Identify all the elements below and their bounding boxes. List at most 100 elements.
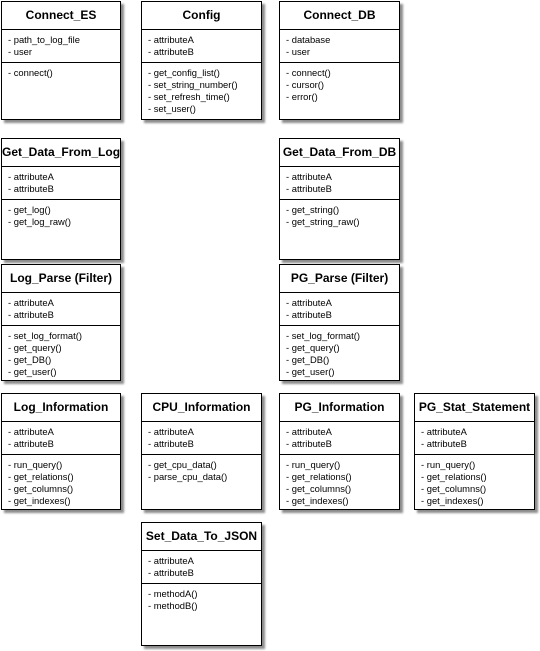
methods-section: - set_log_format()- get_query()- get_DB(…: [2, 326, 120, 379]
class-box-connect-db: Connect_DB- database- user- connect()- c…: [279, 1, 400, 120]
method: - get_cpu_data(): [148, 458, 217, 470]
class-box-log-information: Log_Information- attributeA- attributeB-…: [1, 393, 121, 510]
method: - get_config_list(): [148, 66, 220, 78]
attributes-section: - attributeA- attributeB: [2, 167, 120, 200]
attribute: - attributeA: [148, 426, 194, 437]
class-box-get-data-from-db: Get_Data_From_DB- attributeA- attributeB…: [279, 138, 400, 260]
class-name: Set_Data_To_JSON: [142, 523, 261, 551]
methods-section: - run_query()- get_relations()- get_colu…: [415, 455, 534, 508]
class-name: PG_Parse (Filter): [280, 265, 399, 293]
method: - get_columns(): [421, 483, 487, 495]
methods-section: - get_config_list()- set_string_number()…: [142, 63, 261, 116]
attribute: - attributeB: [286, 309, 332, 321]
method: - get_relations(): [421, 470, 487, 482]
class-box-log-parse-filter: Log_Parse (Filter)- attributeA- attribut…: [1, 264, 121, 381]
method: - get_relations(): [8, 470, 74, 482]
method: - get_user(): [286, 366, 335, 378]
method: - get_indexes(): [421, 495, 484, 507]
method: - run_query(): [286, 458, 341, 470]
method: - set_log_format(): [8, 329, 82, 341]
attribute: - attributeA: [421, 426, 467, 437]
method: - get_columns(): [8, 483, 74, 495]
method: - get_indexes(): [8, 495, 71, 507]
method: - get_DB(): [8, 354, 52, 366]
method: - run_query(): [421, 458, 476, 470]
attribute: - attributeA: [148, 34, 194, 45]
class-name: Get_Data_From_Log: [2, 139, 120, 167]
method: - set_refresh_time(): [148, 91, 230, 103]
attributes-section: - attributeA- attributeB: [142, 30, 261, 63]
attributes-section: - attributeA- attributeB: [280, 167, 399, 200]
method: - get_DB(): [286, 354, 330, 366]
attributes-section: - database- user: [280, 30, 399, 63]
methods-section: - connect(): [2, 63, 120, 79]
method: - connect(): [8, 66, 53, 78]
attributes-section: - attributeA- attributeB: [2, 422, 120, 455]
class-box-get-data-from-log: Get_Data_From_Log- attributeA- attribute…: [1, 138, 121, 260]
method: - set_log_format(): [286, 329, 360, 341]
attribute: - database: [286, 34, 331, 45]
methods-section: - set_log_format()- get_query()- get_DB(…: [280, 326, 399, 379]
attribute: - path_to_log_file: [8, 34, 80, 45]
attribute: - attributeA: [286, 426, 332, 437]
methods-section: - run_query()- get_relations()- get_colu…: [280, 455, 399, 508]
attribute: - user: [8, 46, 32, 58]
attribute: - attributeB: [421, 438, 467, 450]
class-name: Log_Parse (Filter): [2, 265, 120, 293]
method: - methodA(): [148, 587, 198, 599]
attribute: - user: [286, 46, 310, 58]
attribute: - attributeB: [286, 438, 332, 450]
method: - set_user(): [148, 103, 196, 115]
attribute: - attributeB: [148, 46, 194, 58]
method: - get_query(): [8, 341, 62, 353]
attributes-section: - attributeA- attributeB: [142, 422, 261, 455]
class-name: Connect_ES: [2, 2, 120, 30]
attribute: - attributeB: [8, 183, 54, 195]
method: - get_user(): [8, 366, 57, 378]
attribute: - attributeA: [8, 171, 54, 182]
method: - get_indexes(): [286, 495, 349, 507]
class-box-pg-information: PG_Information- attributeA- attributeB- …: [279, 393, 400, 510]
method: - run_query(): [8, 458, 63, 470]
method: - set_string_number(): [148, 78, 238, 90]
class-name: PG_Stat_Statement: [415, 394, 534, 422]
attributes-section: - attributeA- attributeB: [142, 551, 261, 584]
class-name: Get_Data_From_DB: [280, 139, 399, 167]
class-box-pg-parse-filter: PG_Parse (Filter)- attributeA- attribute…: [279, 264, 400, 381]
method: - get_query(): [286, 341, 340, 353]
method: - get_columns(): [286, 483, 352, 495]
attribute: - attributeB: [286, 183, 332, 195]
attribute: - attributeA: [8, 297, 54, 308]
class-name: Connect_DB: [280, 2, 399, 30]
attribute: - attributeB: [148, 567, 194, 579]
attributes-section: - attributeA- attributeB: [280, 422, 399, 455]
class-name: PG_Information: [280, 394, 399, 422]
method: - cursor(): [286, 78, 325, 90]
attribute: - attributeB: [148, 438, 194, 450]
class-box-connect-es: Connect_ES- path_to_log_file- user- conn…: [1, 1, 121, 120]
attribute: - attributeA: [148, 555, 194, 566]
method: - error(): [286, 91, 318, 103]
method: - parse_cpu_data(): [148, 470, 228, 482]
class-box-cpu-information: CPU_Information- attributeA- attributeB-…: [141, 393, 262, 510]
methods-section: - get_log()- get_log_raw(): [2, 200, 120, 229]
attributes-section: - attributeA- attributeB: [415, 422, 534, 455]
method: - methodB(): [148, 599, 198, 611]
method: - get_string(): [286, 203, 340, 215]
methods-section: - get_string()- get_string_raw(): [280, 200, 399, 229]
attributes-section: - attributeA- attributeB: [2, 293, 120, 326]
attribute: - attributeB: [8, 309, 54, 321]
attribute: - attributeA: [286, 297, 332, 308]
class-box-pg-stat-statement: PG_Stat_Statement- attributeA- attribute…: [414, 393, 535, 510]
methods-section: - run_query()- get_relations()- get_colu…: [2, 455, 120, 508]
methods-section: - get_cpu_data()- parse_cpu_data(): [142, 455, 261, 484]
attribute: - attributeB: [8, 438, 54, 450]
attributes-section: - attributeA- attributeB: [280, 293, 399, 326]
attributes-section: - path_to_log_file- user: [2, 30, 120, 63]
method: - get_string_raw(): [286, 215, 360, 227]
method: - get_log(): [8, 203, 51, 215]
attribute: - attributeA: [286, 171, 332, 182]
class-name: CPU_Information: [142, 394, 261, 422]
method: - get_relations(): [286, 470, 352, 482]
